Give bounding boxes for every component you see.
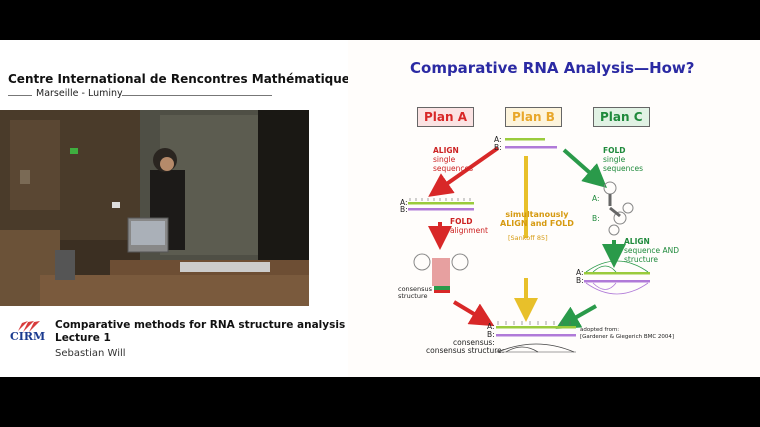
label-simul-line2: ALIGN and FOLD	[500, 219, 574, 228]
label-seq-a-left: A:	[400, 198, 408, 207]
label-seq-b-plan-c: B:	[576, 276, 584, 285]
video-frame: Centre International de Rencontres Mathé…	[0, 40, 760, 377]
label-consensus: consensus:	[453, 338, 495, 347]
label-seq-b-left: B:	[400, 205, 408, 214]
plan-c-box: Plan C	[593, 107, 650, 127]
top-seq-b	[505, 146, 557, 149]
consensus-arc-inner	[505, 346, 539, 353]
label-align-single-line1: single	[433, 155, 456, 164]
label-adapted-line2: [Gardener & Giegerich BMC 2004]	[580, 334, 675, 340]
divider-right	[122, 95, 272, 96]
talk-subtitle: Lecture 1	[55, 332, 111, 344]
label-fold-alignment: FOLD alignment	[450, 217, 488, 235]
label-fold-single-line1: single	[603, 155, 626, 164]
lecture-info-panel: Centre International de Rencontres Mathé…	[0, 40, 357, 377]
label-fold-single: FOLD single sequences	[603, 146, 643, 173]
talk-title: Comparative methods for RNA structure an…	[55, 319, 346, 331]
presentation-slide: Comparative RNA Analysis—How? Plan A Pla…	[348, 40, 760, 377]
plan-b-box: Plan B	[505, 107, 562, 127]
cirm-logo: CIRM	[8, 321, 48, 343]
method-diagram	[408, 138, 650, 353]
org-title: Centre International de Rencontres Mathé…	[8, 72, 358, 86]
arrow-to-result-red	[452, 300, 495, 327]
label-seq-b-result: B:	[487, 330, 495, 339]
top-seq-a	[505, 138, 545, 141]
speaker-video	[0, 110, 309, 306]
label-seq-a-right: A:	[592, 194, 600, 203]
label-seq-a-top: A:	[494, 135, 502, 144]
cirm-logo-text: CIRM	[10, 330, 45, 343]
arrow-fold-single	[562, 148, 607, 188]
arrow-to-result-green	[555, 304, 597, 329]
label-align-struct: ALIGN sequence AND structure	[624, 237, 679, 264]
org-location: Marseille - Luminy	[36, 88, 123, 99]
slide-title: Comparative RNA Analysis—How?	[410, 59, 695, 77]
consensus-structure-drawing	[413, 253, 469, 293]
speaker-name: Sebastian Will	[55, 348, 126, 359]
label-consensus-structure: consensus structure:	[426, 346, 505, 355]
label-align-single-line2: sequences	[433, 164, 474, 173]
label-fold-single-word: FOLD	[603, 146, 626, 155]
label-seq-b-right: B:	[592, 214, 600, 223]
label-fold-alignment-line1: alignment	[450, 226, 488, 235]
lecture-room-scene	[0, 110, 309, 306]
label-adapted-from: adopted from: [Gardener & Giegerich BMC …	[580, 327, 674, 341]
label-consensus-small-line2: structure	[398, 292, 428, 300]
label-seq-a-plan-c: A:	[576, 268, 584, 277]
label-seq-b-top: B:	[494, 143, 502, 152]
plan-a-box: Plan A	[417, 107, 475, 127]
label-align-struct-line1: sequence AND	[624, 246, 680, 255]
label-align-single: ALIGN single sequences	[433, 146, 473, 173]
folded-sequences-drawing	[603, 181, 634, 236]
consensus-arc-outer	[497, 343, 575, 353]
label-simul-line1: simultanously	[505, 210, 569, 219]
label-align-struct-line2: structure	[624, 255, 659, 264]
label-align-single-word: ALIGN	[433, 146, 459, 155]
label-consensus-structure-small: consensus structure	[398, 286, 432, 300]
label-fold-single-line2: sequences	[603, 164, 644, 173]
label-adapted-line1: adopted from:	[580, 327, 620, 333]
arrow-align	[428, 146, 500, 197]
label-fold-alignment-word: FOLD	[450, 217, 473, 226]
divider-left	[8, 95, 32, 96]
label-simultaneous: simultanously ALIGN and FOLD	[500, 210, 574, 228]
label-align-struct-word: ALIGN	[624, 237, 650, 246]
label-seq-a-result: A:	[487, 322, 495, 331]
label-sankoff: [Sankoff 85]	[508, 234, 548, 242]
label-consensus-small-line1: consensus	[398, 285, 433, 293]
